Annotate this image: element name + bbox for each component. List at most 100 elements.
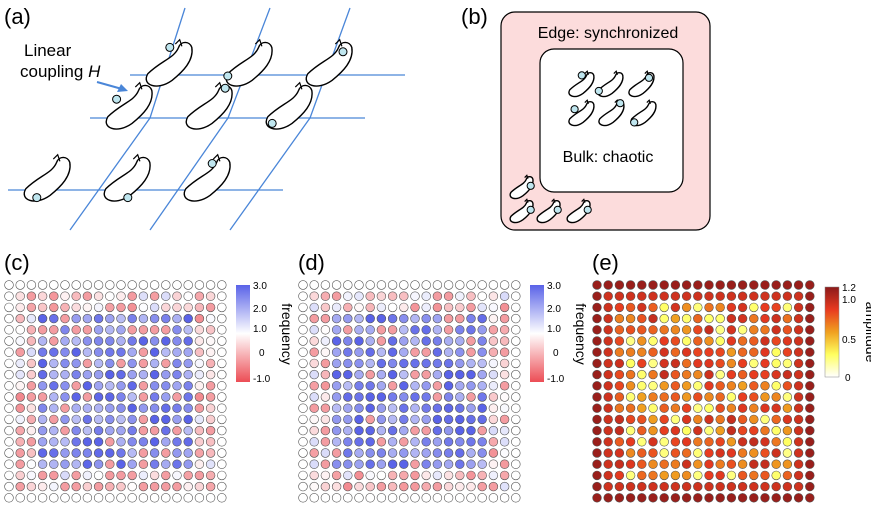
grid-dot [704,291,714,301]
grid-dot [659,291,669,301]
grid-dot [737,313,748,324]
grid-dot [205,325,216,335]
grid-dot [726,291,737,301]
grid-dot [309,493,319,503]
grid-dot [625,481,636,492]
tick-d-0: 3.0 [547,281,561,292]
grid-dot [681,392,692,402]
grid-dot [116,302,126,313]
grid-dot [421,336,431,346]
grid-dot [443,392,454,402]
grid-dot [93,459,104,469]
grid-dot [771,470,781,481]
grid-dot [149,336,160,346]
grid-dot [15,459,25,469]
grid-dot [161,392,171,402]
grid-dot [670,336,681,346]
grid-dot [410,347,420,357]
grid-dot [205,437,216,447]
grid-dot [298,347,308,357]
grid-dot [648,448,658,458]
grid-dot [105,470,115,481]
grid-dot [771,313,781,324]
grid-dot [659,425,669,436]
grid-dot [127,493,137,503]
grid-dot [771,392,781,402]
grid-dot [331,437,342,447]
grid-dot [217,403,227,413]
grid-dot [499,280,510,290]
grid-dot [488,325,499,335]
grid-dot [410,358,420,369]
grid-dot [603,459,613,469]
grid-dot [443,414,454,425]
grid-dot [60,302,70,313]
grid-dot [477,302,487,313]
grid-dot [172,302,182,313]
grid-dot [760,325,770,335]
grid-dot [387,280,398,290]
grid-dot [488,369,499,380]
grid-dot [749,336,759,346]
grid-dot [499,448,510,458]
grid-dot [670,369,681,380]
grid-dot [309,481,319,492]
grid-dot [592,414,602,425]
grid-dot [320,448,331,458]
grid-dot [105,381,115,391]
grid-dot [387,358,398,369]
grid-dot [793,425,804,436]
grid-dot [320,313,331,324]
grid-dot [726,403,737,413]
grid-dot [704,302,714,313]
grid-dot [217,481,227,492]
grid-dot [760,425,770,436]
grid-dot [354,414,364,425]
grid-dot [82,470,93,481]
grid-dot [737,336,748,346]
grid-dot [205,392,216,402]
grid-dot [399,325,409,335]
grid-dot [455,459,465,469]
grid-dot [432,325,443,335]
grid-dot [161,481,171,492]
grid-dot [37,347,48,357]
grid-dot [793,403,804,413]
grid-dot [194,493,205,503]
grid-dot [793,414,804,425]
grid-dot [771,347,781,357]
grid-dot [205,358,216,369]
grid-dot [217,280,227,290]
grid-dot [805,493,815,503]
grid-dot [625,493,636,503]
grid-dot [15,437,25,447]
grid-dot [399,481,409,492]
grid-dot [194,459,205,469]
grid-dot [60,403,70,413]
tick-c-3: 0 [259,348,265,359]
grid-dot [749,448,759,458]
grid-dot [309,437,319,447]
grid-dot [4,425,14,436]
grid-dot [466,369,476,380]
grid-dot [26,336,37,346]
grid-dot [637,459,647,469]
direction-arrow [524,198,529,203]
grid-dot [499,392,510,402]
grid-dot [648,481,658,492]
grid-dot [26,493,37,503]
grid-dot [343,381,353,391]
grid-dot [488,302,499,313]
coupling-link-diagonal [69,117,151,231]
grid-dot [681,381,692,391]
grid-dot [331,381,342,391]
grid-dot [320,369,331,380]
grid-dot [603,280,613,290]
grid-dot [670,358,681,369]
colorbar-ticks-c: 3.0 2.0 1.0 0 -1.0 [253,281,271,385]
grid-dot [499,414,510,425]
grid-dot [670,381,681,391]
grid-dot [648,302,658,313]
grid-dot [26,291,37,301]
grid-dot [793,302,804,313]
